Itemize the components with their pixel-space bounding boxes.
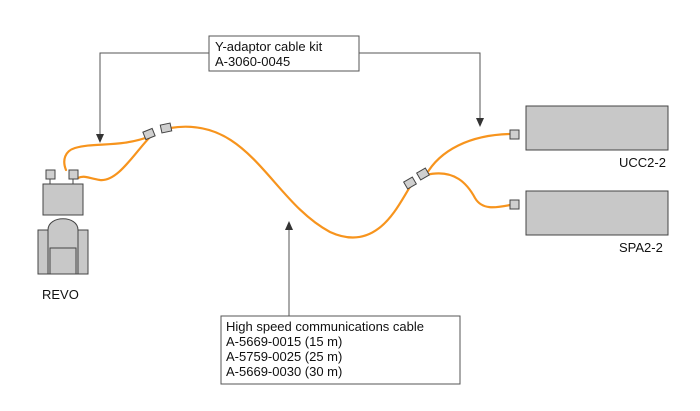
arrowhead-right — [476, 118, 484, 127]
callout-bottom-box — [220, 315, 461, 385]
callout-top-leader-left — [99, 52, 209, 138]
callout-top-box — [208, 35, 360, 72]
ucc-box — [525, 105, 669, 151]
connector-right-1 — [402, 176, 418, 190]
y-adaptor-left — [142, 122, 173, 141]
connector-left-1 — [142, 127, 156, 141]
spa-device: SPA2-2 — [509, 190, 669, 255]
callout-bottom-line4: A-5669-0030 (30 m) — [226, 364, 342, 379]
ucc-device: UCC2-2 — [509, 105, 669, 170]
y-branch-left-lower — [76, 134, 153, 182]
connector-right-2 — [415, 167, 431, 181]
y-branch-left-upper — [63, 134, 153, 172]
y-adaptor-right — [402, 167, 431, 190]
arrowhead-left — [96, 134, 104, 143]
callout-top: Y-adaptor cable kit A-3060-0045 — [96, 35, 484, 143]
ucc-label: UCC2-2 — [619, 155, 666, 170]
y-branch-right-lower — [424, 172, 512, 209]
callout-top-leader-right — [359, 52, 481, 122]
revo-plug-left — [45, 169, 56, 180]
revo-plug-right — [68, 169, 79, 180]
connector-left-2 — [159, 122, 173, 134]
cables — [63, 125, 512, 239]
callout-bottom: High speed communications cable A-5669-0… — [220, 221, 461, 385]
ucc-connector — [509, 129, 520, 140]
callout-bottom-line2: A-5669-0015 (15 m) — [226, 334, 342, 349]
revo-neck-lower — [49, 247, 77, 275]
spa-box — [525, 190, 669, 236]
callout-bottom-line3: A-5759-0025 (25 m) — [226, 349, 342, 364]
revo-device: REVO — [37, 169, 89, 302]
callout-top-line2: A-3060-0045 — [215, 54, 290, 69]
revo-top-block — [42, 183, 84, 216]
callout-bottom-line1: High speed communications cable — [226, 319, 424, 334]
main-cable — [168, 125, 414, 239]
revo-label: REVO — [42, 287, 79, 302]
arrowhead-bottom — [285, 221, 293, 230]
spa-label: SPA2-2 — [619, 240, 663, 255]
callout-top-line1: Y-adaptor cable kit — [215, 39, 323, 54]
spa-connector — [509, 199, 520, 210]
y-branch-right-upper — [424, 132, 512, 177]
